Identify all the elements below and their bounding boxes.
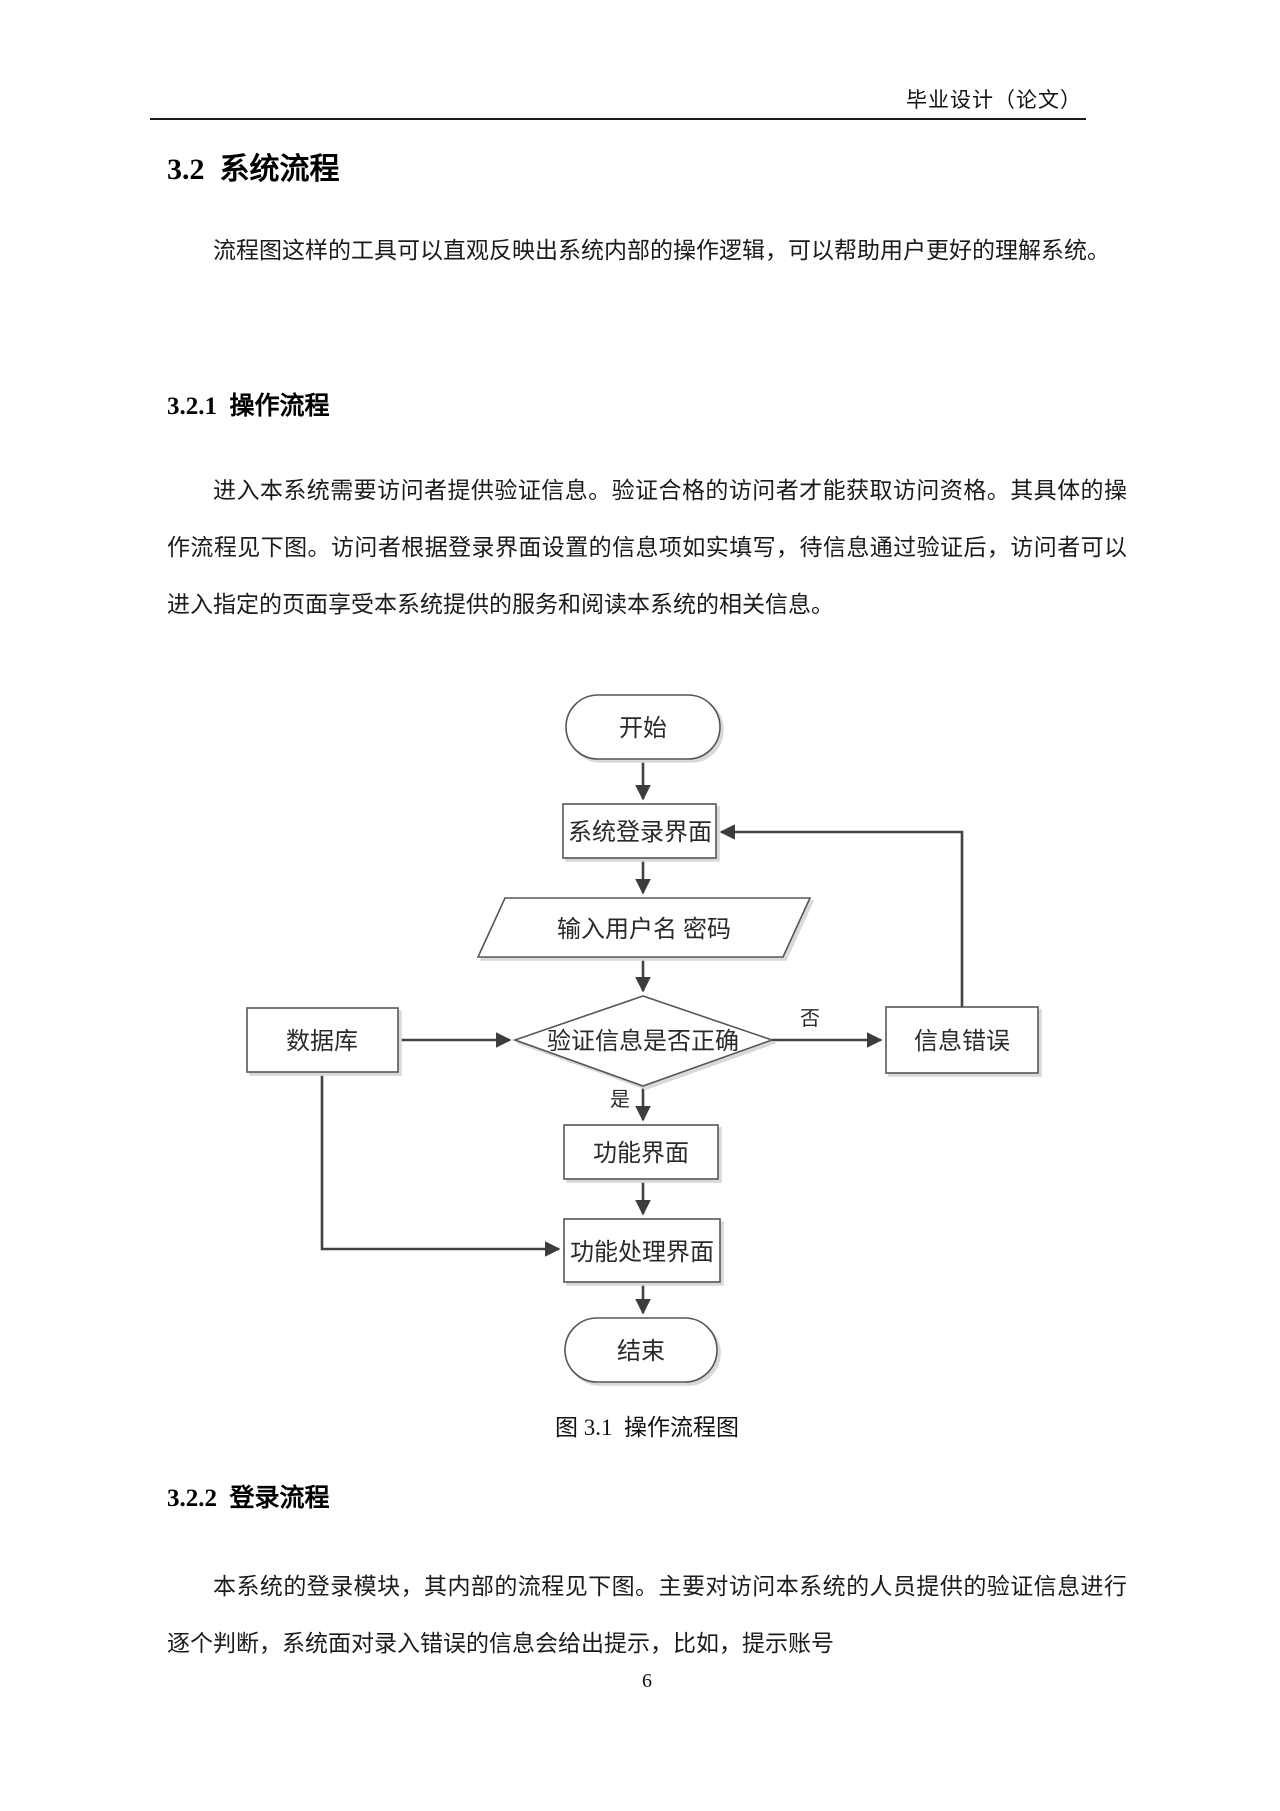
error-shape <box>885 1006 1039 1074</box>
flowchart-labels: 开始 系统登录界面 输入用户名 密码 验证信息是否正确 数据库 信息错误 功能界… <box>286 715 1010 1365</box>
start-label: 开始 <box>619 715 667 742</box>
end-label: 结束 <box>617 1338 665 1365</box>
function-ui-shape <box>563 1124 719 1180</box>
input-label: 输入用户名 密码 <box>557 916 731 943</box>
verify-decision-shape <box>512 995 775 1087</box>
section-heading-3-2: 3.2 系统流程 <box>167 153 340 186</box>
input-parallelogram-shape <box>476 897 812 958</box>
end-terminator-shape <box>564 1317 718 1383</box>
figure-caption: 图 3.1 操作流程图 <box>555 1415 739 1440</box>
paragraph-3-2-2: 本系统的登录模块，其内部的流程见下图。主要对访问本系统的人员提供的验证信息进行逐… <box>167 1574 1127 1656</box>
operation-flowchart: 开始 系统登录界面 输入用户名 密码 验证信息是否正确 数据库 信息错误 功能界… <box>246 694 1039 1383</box>
paragraph-3-2: 流程图这样的工具可以直观反映出系统内部的操作逻辑，可以帮助用户更好的理解系统。 <box>213 238 1110 263</box>
section-heading-3-2-2: 3.2.2 登录流程 <box>167 1485 330 1512</box>
function-process-shape <box>563 1218 721 1283</box>
login-label: 系统登录界面 <box>568 819 712 846</box>
error-label: 信息错误 <box>914 1028 1010 1055</box>
verify-label: 验证信息是否正确 <box>547 1028 739 1055</box>
func-label: 功能界面 <box>593 1140 689 1167</box>
database-label: 数据库 <box>286 1028 358 1055</box>
funcproc-label: 功能处理界面 <box>570 1239 714 1266</box>
edge-database-to-funcproc <box>320 1072 561 1257</box>
no-branch-label: 否 <box>800 1008 820 1030</box>
edge-error-to-login <box>719 824 964 1007</box>
yes-branch-label: 是 <box>610 1089 630 1111</box>
running-header: 毕业设计（论文） <box>906 88 1082 112</box>
page-number: 6 <box>642 1670 652 1692</box>
login-process-shape <box>562 803 717 859</box>
paragraph-3-2-1: 进入本系统需要访问者提供验证信息。验证合格的访问者才能获取访问资格。其具体的操作… <box>167 478 1127 617</box>
database-shape <box>246 1007 399 1073</box>
section-heading-3-2-1: 3.2.1 操作流程 <box>167 393 330 420</box>
flowchart-shapes <box>246 694 1039 1383</box>
flowchart-edges <box>320 759 964 1315</box>
start-terminator-shape <box>565 694 721 760</box>
header-rule <box>150 118 1086 120</box>
